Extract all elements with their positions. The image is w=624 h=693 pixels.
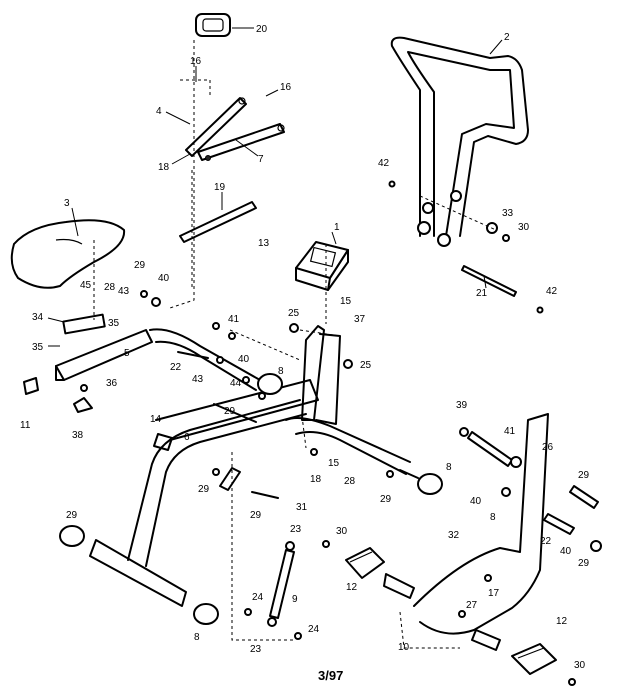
part-5-seat-post [23,313,153,413]
callout: 22 [170,362,182,373]
callout: 23 [290,524,302,535]
small-fasteners [140,290,576,686]
callout: 43 [192,374,204,385]
callout: 5 [124,348,130,359]
callout: 29 [578,470,590,481]
callout: 36 [106,378,118,389]
callout: 16 [190,56,202,67]
assembly-guides [93,40,497,649]
callout: 32 [448,530,460,541]
callout: 43 [118,286,130,297]
callout: 23 [250,644,262,655]
callout: 41 [504,426,516,437]
callout: 30 [518,222,530,233]
callout: 10 [398,642,410,653]
part-3-seat [10,219,126,289]
callout: 35 [32,342,44,353]
callout: 34 [32,312,44,323]
callout: 11 [20,420,31,431]
callout: 18 [310,474,322,485]
callout: 13 [258,238,270,249]
callout: 16 [280,82,292,93]
callout: 21 [476,288,488,299]
callout: 40 [470,496,482,507]
callout: 41 [228,314,240,325]
callout: 29 [134,260,146,271]
callout: 8 [446,462,452,473]
callout: 39 [456,400,468,411]
callout: 30 [336,526,348,537]
callout: 8 [490,512,496,523]
callout: 28 [344,476,356,487]
callout: 8 [278,366,284,377]
callout: 12 [346,582,358,593]
callout: 18 [158,162,170,173]
callout: 35 [108,318,120,329]
callout: 7 [258,154,264,165]
callout: 40 [158,273,170,284]
part-14-cap [153,433,173,451]
callout: 29 [250,510,262,521]
page-number: 3/97 [318,668,343,683]
callout: 1 [334,222,340,233]
callout: 29 [224,406,236,417]
callout: 28 [104,282,116,293]
callout: 22 [540,536,552,547]
callout: 20 [256,24,268,35]
part-12-pedal [345,547,557,675]
callout: 42 [546,286,558,297]
callout: 40 [238,354,250,365]
callout: 15 [328,458,340,469]
part-2-handlebar [390,36,529,247]
callout: 33 [502,208,514,219]
callout: 15 [340,296,352,307]
callout: 25 [360,360,372,371]
callout: 26 [542,442,554,453]
callout: 30 [574,660,586,671]
callout: 29 [66,510,78,521]
callout: 31 [296,502,308,513]
callout: 24 [252,592,264,603]
callout: 9 [292,594,298,605]
callout: 45 [80,280,92,291]
callout: 4 [156,106,162,117]
callout: 38 [72,430,84,441]
callout: 42 [378,158,390,169]
callout: 27 [466,600,478,611]
callout: 37 [354,314,366,325]
part-21-rod [388,180,544,314]
callout-labels: 20 2 16 16 4 18 7 42 3 19 13 1 33 30 21 … [20,24,590,671]
part-32-crank [383,413,549,651]
callout: 24 [308,624,320,635]
callout: 3 [64,198,70,209]
part-39-26-22-rods [459,427,602,552]
callout: 12 [556,616,568,627]
callout: 6 [184,432,190,443]
callout: 25 [288,308,300,319]
callout: 2 [504,32,510,43]
part-front-stabilizer [59,373,443,625]
part-4-7-linkage-arms [185,97,285,161]
callout: 44 [230,378,242,389]
callout: 29 [198,484,210,495]
callout: 29 [380,494,392,505]
callout: 29 [578,558,590,569]
callout: 14 [150,414,162,425]
callout: 17 [488,588,500,599]
part-20-clip [195,13,231,37]
callout: 40 [560,546,572,557]
callout: 19 [214,182,226,193]
part-1-console [295,241,349,291]
part-9-shock [267,541,295,627]
callout: 8 [194,632,200,643]
part-19-rod [179,201,257,243]
